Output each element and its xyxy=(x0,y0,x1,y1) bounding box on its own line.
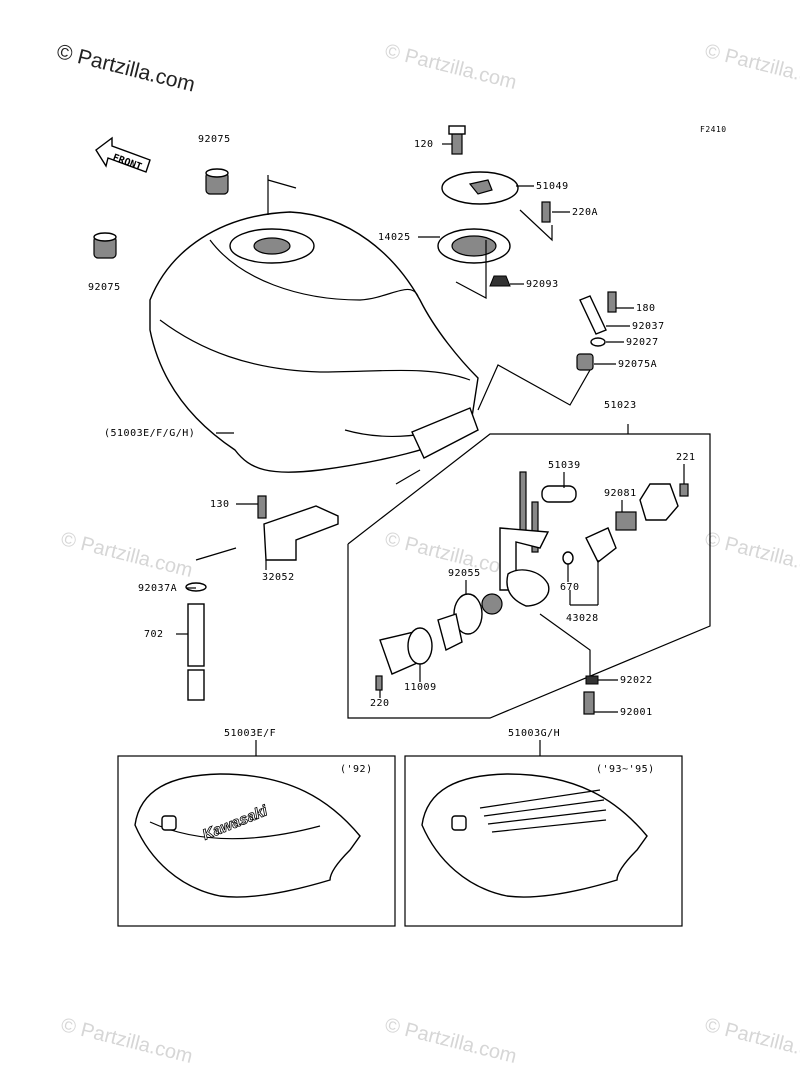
fuel-cap-51049 xyxy=(441,171,519,205)
gasket-11009 xyxy=(407,627,433,665)
part-label: 130 xyxy=(210,499,230,510)
part-label: 92022 xyxy=(620,675,653,686)
front-arrow-icon: FRONT xyxy=(95,136,151,173)
part-label: 32052 xyxy=(262,572,295,583)
part-label: 92027 xyxy=(626,337,659,348)
part-label: 221 xyxy=(676,452,696,463)
part-label: 92055 xyxy=(448,568,481,579)
parts-diagram: © Partzilla.com © Partzilla.com © Partzi… xyxy=(54,40,800,1068)
variant-year-right: ('93~'95) xyxy=(596,764,655,775)
variant-box-right xyxy=(404,755,683,927)
variant-year-left: ('92) xyxy=(340,764,373,775)
bolt-220A xyxy=(541,201,551,223)
part-label: 92075 xyxy=(88,282,121,293)
hose-702 xyxy=(187,603,205,667)
o-ring-670 xyxy=(562,551,574,565)
nut-92093 xyxy=(489,275,511,287)
variant-code-left: 51003E/F xyxy=(224,728,277,739)
drawing: FRONT xyxy=(93,125,711,927)
part-label: 51039 xyxy=(548,460,581,471)
washer-92027 xyxy=(590,337,606,347)
screw-220 xyxy=(375,675,383,691)
part-label: 92081 xyxy=(604,488,637,499)
fuel-cap-base-14025 xyxy=(437,228,511,264)
part-label: 51049 xyxy=(536,181,569,192)
part-label: 92075 xyxy=(198,134,231,145)
part-label: 92075A xyxy=(618,359,658,370)
washer-92022 xyxy=(585,675,599,685)
bracket-32052 xyxy=(263,505,339,561)
part-label: 670 xyxy=(560,582,580,593)
part-label: 220A xyxy=(572,207,599,218)
variant-code-right: 51003G/H xyxy=(508,728,561,739)
variant-box-left xyxy=(117,755,396,927)
part-label: 120 xyxy=(414,139,434,150)
lever-43028 xyxy=(585,527,617,564)
part-label: 702 xyxy=(144,629,164,640)
figure-code: F2410 xyxy=(700,125,727,134)
part-label: 92037 xyxy=(632,321,665,332)
part-label: 92037A xyxy=(138,583,178,594)
cover-221 xyxy=(639,483,679,521)
fuel-petcock xyxy=(499,471,550,607)
part-label: 180 xyxy=(636,303,656,314)
petcock-group-frame xyxy=(347,433,711,719)
part-label: 92001 xyxy=(620,707,653,718)
gasket-51039 xyxy=(541,485,577,503)
part-label: 14025 xyxy=(378,232,411,243)
fuel-tank xyxy=(149,175,479,485)
filter-disk xyxy=(481,593,503,615)
part-label: (51003E/F/G/H) xyxy=(104,428,196,439)
tank-variant-striped xyxy=(421,773,648,898)
tube-92037 xyxy=(579,295,607,335)
part-label: 11009 xyxy=(404,682,437,693)
bolt-180 xyxy=(607,291,617,313)
rubber-92075A xyxy=(576,353,594,371)
bolt-130 xyxy=(257,495,267,519)
part-label: 43028 xyxy=(566,613,599,624)
part-label: 51023 xyxy=(604,400,637,411)
clamp-92037A xyxy=(185,582,207,592)
spring-92081 xyxy=(615,511,637,531)
part-label: 220 xyxy=(370,698,390,709)
part-label: 92093 xyxy=(526,279,559,290)
bolt-92001 xyxy=(583,691,595,715)
tank-variant-kawasaki: Kawasaki xyxy=(134,773,361,898)
